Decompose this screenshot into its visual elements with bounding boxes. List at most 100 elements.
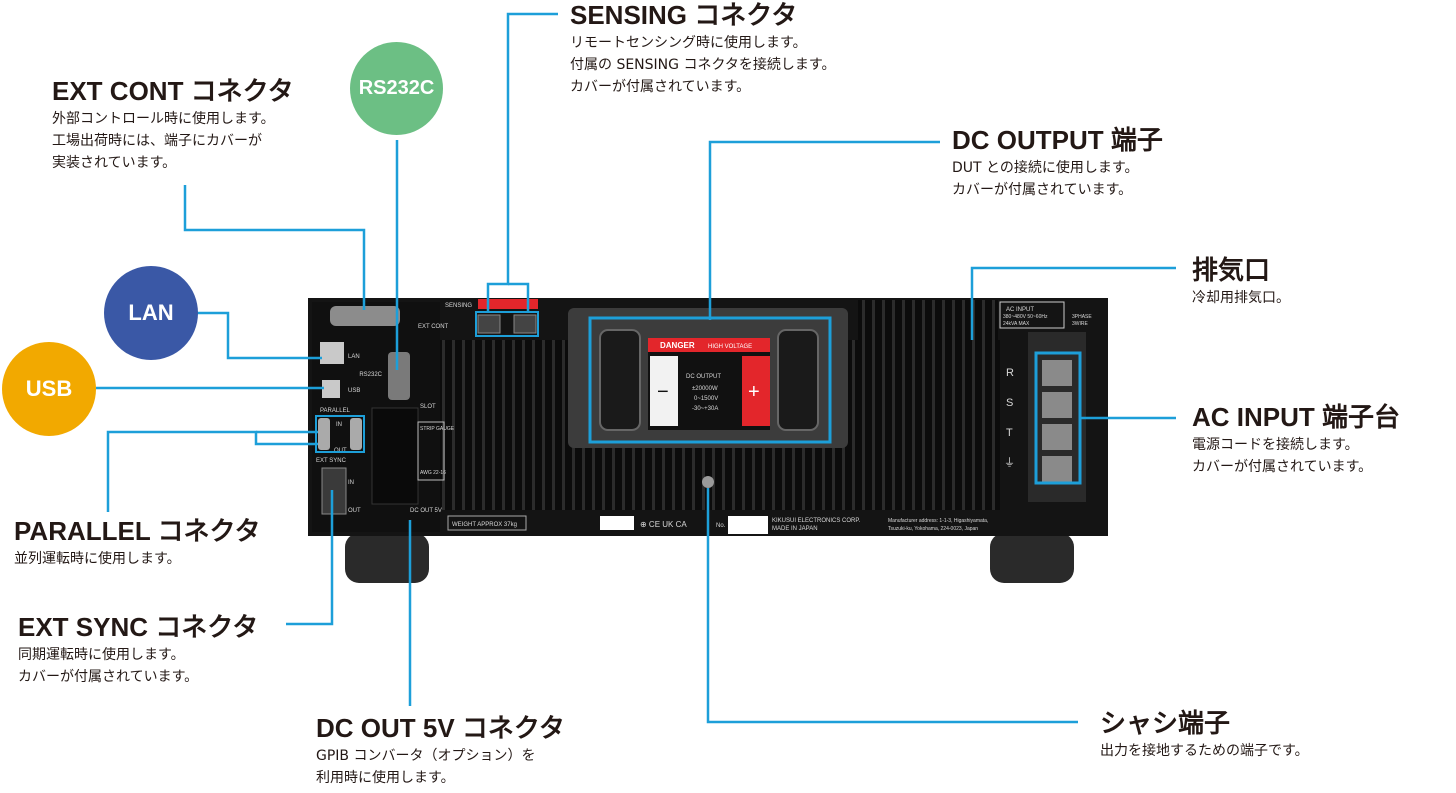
device-lan-label: LAN	[348, 354, 360, 360]
device-sync-in: IN	[348, 480, 354, 486]
callout-ac-input: AC INPUT 端子台 電源コードを接続します。 カバーが付属されています。	[1192, 402, 1400, 478]
callout-dc-out-5v: DC OUT 5V コネクタ GPIB コンバータ（オプション）を 利用時に使用…	[316, 713, 565, 789]
callout-dc-out-5v-title: DC OUT 5V コネクタ	[316, 713, 565, 743]
dc-output-terminal-plus	[777, 329, 819, 431]
device-foot-right	[990, 533, 1074, 583]
device-dc-output-title: DC OUTPUT	[686, 374, 721, 380]
ext-cont-connector	[330, 306, 400, 326]
dc-output-terminal-minus	[599, 329, 641, 431]
callout-ac-input-line-2: カバーが付属されています。	[1192, 459, 1373, 475]
callout-dc-output: DC OUTPUT 端子 DUT との接続に使用します。 カバーが付属されていま…	[952, 125, 1163, 201]
danger-banner	[648, 338, 770, 352]
callout-ext-cont-line-3: 実装されています。	[52, 155, 177, 171]
callout-ext-sync-line-1: 同期運転時に使用します。	[18, 647, 185, 663]
white-label-2	[728, 516, 768, 534]
white-label-1	[600, 516, 634, 530]
callout-parallel: PARALLEL コネクタ 並列運転時に使用します。	[14, 516, 260, 570]
leader-ext-cont	[183, 185, 366, 310]
ac-terminal-ground	[1042, 456, 1072, 482]
rs232c-port	[388, 352, 410, 400]
rs232c-bubble-label: RS232C	[358, 77, 435, 99]
device-phase-s: S	[1006, 397, 1013, 409]
callout-chassis-line-1: 出力を接地するための端子です。	[1100, 743, 1309, 759]
device-sensing-label: SENSING	[445, 303, 472, 309]
ext-sync-port	[321, 467, 347, 515]
device-strip-gauge: STRIP GAUGE	[420, 426, 455, 432]
callout-ext-cont-line-1: 外部コントロール時に使用します。	[52, 111, 275, 127]
device-cert-marks: ⊕ CE UK CA	[640, 520, 687, 529]
device-ext-cont-label: EXT CONT	[418, 324, 449, 330]
parallel-highlight	[315, 415, 365, 453]
callout-exhaust: 排気口 冷却用排気口。	[1192, 255, 1290, 309]
callout-dc-out-5v-line-2: 利用時に使用します。	[316, 770, 455, 786]
sensing-connector-1	[477, 314, 501, 334]
leader-dc-output	[708, 140, 940, 320]
ac-terminal-r	[1042, 360, 1072, 386]
device-no-label: No.	[716, 523, 726, 529]
device-ac-spec2: 24kVA MAX	[1003, 321, 1030, 327]
device-address-1: Manufacturer address: 1-1-3, Higashiyama…	[888, 518, 988, 524]
usb-bubble-label: USB	[25, 376, 73, 401]
callout-chassis-title: シャシ端子	[1100, 708, 1231, 738]
callout-dc-out-5v-line-1: GPIB コンバータ（オプション）を	[316, 748, 536, 764]
callout-chassis: シャシ端子 出力を接地するための端子です。	[1100, 708, 1309, 762]
device-dc-spec2: 0~1500V	[694, 396, 718, 402]
callout-dc-output-title: DC OUTPUT 端子	[952, 125, 1163, 155]
callout-dc-output-line-2: カバーが付属されています。	[952, 182, 1133, 198]
device-foot-left	[345, 533, 429, 583]
leader-lines	[96, 12, 1176, 724]
parallel-in-port	[318, 418, 330, 450]
device-plus-sign: +	[748, 381, 760, 403]
exhaust-fins-upper	[858, 300, 998, 340]
callout-sensing-line-3: カバーが付属されています。	[570, 79, 751, 95]
callout-sensing-line-2: 付属の SENSING コネクタを接続します。	[570, 57, 836, 73]
leader-exhaust	[970, 266, 1176, 340]
chassis-terminal	[702, 476, 714, 488]
minus-plate	[650, 356, 678, 426]
slot-panel	[371, 407, 419, 505]
callout-sensing-title: SENSING コネクタ	[570, 0, 798, 30]
parallel-out-port	[350, 418, 362, 450]
callout-ext-cont: EXT CONT コネクタ 外部コントロール時に使用します。 工場出荷時には、端…	[52, 76, 294, 174]
leader-ext-sync	[286, 490, 334, 626]
device-dc-spec3: -30~+30A	[692, 406, 718, 412]
rs232c-bubble: RS232C	[350, 42, 443, 135]
sensing-connector-2	[513, 314, 537, 334]
callout-ext-sync: EXT SYNC コネクタ 同期運転時に使用します。 カバーが付属されています。	[18, 612, 258, 688]
callout-sensing-line-1: リモートセンシング時に使用します。	[570, 35, 807, 51]
device-dc-out-5v: DC OUT 5V	[410, 508, 442, 514]
ac-input-label-box	[999, 301, 1065, 329]
leader-lan	[196, 311, 322, 360]
device-ac-spec1: 380~480V 50~60Hz	[1003, 314, 1048, 320]
callout-parallel-line-1: 並列運転時に使用します。	[14, 551, 181, 567]
device-high-voltage: HIGH VOLTAGE	[708, 344, 752, 350]
leader-sensing	[486, 12, 558, 312]
usb-bubble: USB	[2, 342, 96, 436]
callout-dc-output-line-1: DUT との接続に使用します。	[952, 160, 1139, 176]
callout-exhaust-line-1: 冷却用排気口。	[1192, 290, 1290, 306]
callout-ext-sync-line-2: カバーが付属されています。	[18, 669, 199, 685]
device-maker-1: KIKUSUI ELECTRONICS CORP.	[772, 518, 861, 524]
leader-parallel	[106, 430, 318, 512]
callout-ext-sync-title: EXT SYNC コネクタ	[18, 612, 259, 642]
usb-port	[322, 380, 340, 398]
device-phase-r: R	[1006, 367, 1014, 379]
sensing-label-red	[478, 299, 538, 309]
device-rs232c-label: RS232C	[359, 372, 382, 378]
device-parallel-in: IN	[336, 422, 342, 428]
device-ext-sync-label: EXT SYNC	[316, 458, 347, 464]
sensing-highlight	[475, 311, 539, 337]
callout-exhaust-title: 排気口	[1192, 255, 1271, 285]
device-parallel-label: PARALLEL	[320, 408, 351, 414]
device-minus-sign: −	[657, 381, 669, 403]
callout-parallel-title: PARALLEL コネクタ	[14, 516, 261, 546]
device-ground-symbol: ⏚	[1004, 456, 1015, 469]
strip-gauge-box	[417, 421, 445, 481]
ac-terminal-t	[1042, 424, 1072, 450]
device-wire: 3WIRE	[1072, 321, 1089, 327]
lan-bubble-label: LAN	[128, 300, 174, 325]
lan-port	[320, 342, 344, 364]
device-phase: 3PHASE	[1072, 314, 1092, 320]
callout-sensing: SENSING コネクタ リモートセンシング時に使用します。 付属の SENSI…	[570, 0, 835, 98]
